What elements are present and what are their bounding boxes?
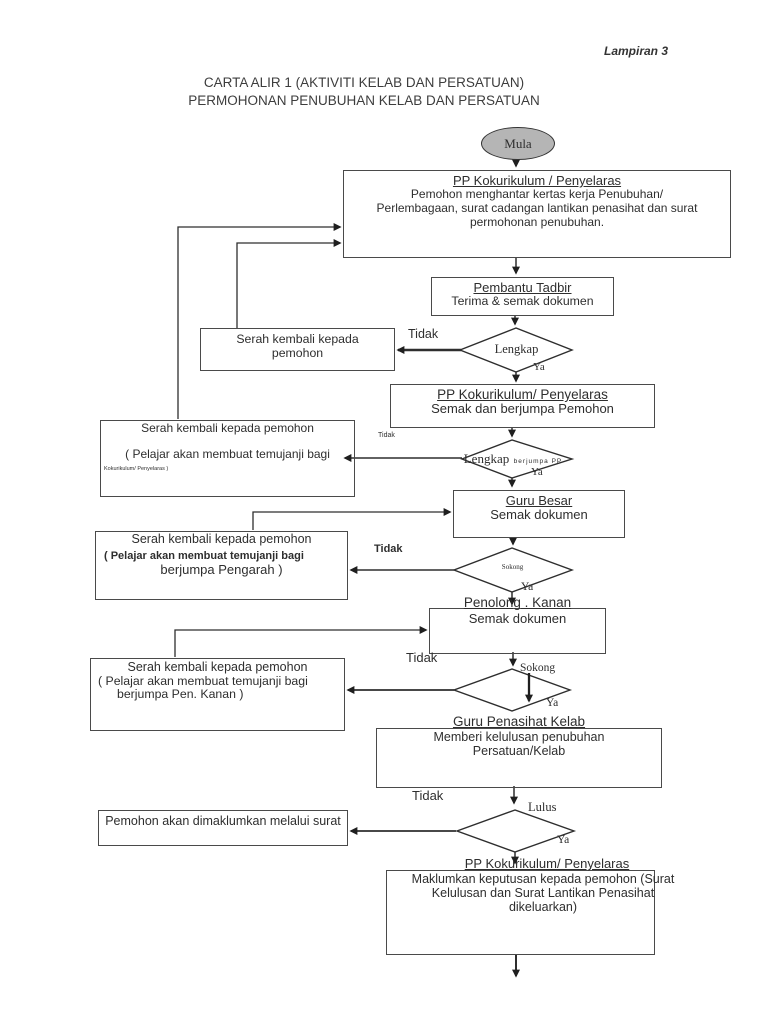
doc-title: CARTA ALIR 1 (AKTIVITI KELAB DAN PERSATU… — [138, 74, 590, 109]
return-line-small: Kokurikulum/ Penyelaras ) — [104, 466, 169, 472]
box-body-line: Memberi kelulusan penubuhan — [433, 730, 605, 744]
return-line: berjumpa Pen. Kanan ) — [117, 687, 244, 701]
box-body-line: Kelulusan dan Surat Lantikan Penasihat — [431, 885, 655, 900]
decision-no-label-5: Tidak — [412, 788, 444, 803]
decision-no-label-2: Tidak — [378, 432, 395, 439]
box-body: Semak dokumen — [490, 507, 588, 522]
box-title: Guru Besar — [505, 493, 573, 508]
decision-yes-label-2: Ya — [531, 466, 543, 478]
return-box-3: Serah kembali kepada pemohon ( Pelajar a… — [95, 531, 348, 600]
box-body: Semak dan berjumpa Pemohon — [431, 401, 614, 416]
process-box-pp-kokurikulum-3: PP Kokurikulum/ Penyelaras Maklumkan kep… — [386, 856, 674, 955]
start-terminator: Mula — [481, 127, 555, 160]
process-box-pp-kokurikulum-1: PP Kokurikulum / Penyelaras Pemohon meng… — [343, 170, 731, 258]
decision-diamond-5 — [454, 809, 577, 853]
decision-yes-label-1: Ya — [533, 361, 545, 373]
decision-no-label-4: Tidak — [406, 650, 438, 665]
box-title: PP Kokurikulum / Penyelaras — [452, 173, 622, 188]
return-line: Serah kembali kepada pemohon — [131, 532, 312, 546]
decision-yes-label-3: Ya — [521, 581, 534, 593]
return-line: Serah kembali kepada pemohon — [141, 421, 314, 435]
corner-note: Lampiran 3 — [604, 44, 669, 58]
return-line: Pemohon akan dimaklumkan melalui surat — [105, 814, 341, 828]
return-line: berjumpa Pengarah ) — [160, 562, 283, 577]
return-box-4: Serah kembali kepada pemohon ( Pelajar a… — [90, 658, 345, 731]
box-title: Guru Penasihat Kelab — [452, 714, 586, 729]
connector-r3-back-to-b4 — [252, 508, 452, 530]
return-box-2: Serah kembali kepada pemohon ( Pelajar a… — [100, 420, 355, 497]
connector-r4-back-to-b5 — [174, 626, 428, 657]
decision-no-label-1: Tidak — [408, 327, 439, 341]
box-body: Terima & semak dokumen — [451, 294, 594, 308]
decision-no-label-3: Tidak — [374, 543, 403, 555]
decision-diamond-1 — [458, 327, 574, 373]
box-body-line: dikeluarkan) — [508, 899, 578, 914]
box-title: Penolong . Kanan — [463, 595, 572, 610]
box-title: PP Kokurikulum/ Penyelaras — [464, 856, 630, 871]
return-box-1: Serah kembali kepada pemohon — [200, 328, 395, 371]
box-body-line: Persatuan/Kelab — [472, 743, 566, 758]
doc-title-line2: PERMOHONAN PENUBUHAN KELAB DAN PERSATUAN — [188, 92, 540, 108]
process-box-pembantu-tadbir: Pembantu Tadbir Terima & semak dokumen — [431, 277, 614, 316]
decision-label-2-sub: berjumpa PP — [513, 458, 563, 465]
return-box-5: Pemohon akan dimaklumkan melalui surat — [98, 810, 348, 846]
connector-r1-back-to-b1 — [236, 239, 342, 328]
process-box-pp-kokurikulum-2: PP Kokurikulum/ Penyelaras Semak dan ber… — [390, 384, 655, 428]
decision-label-1: Lengkap — [494, 342, 539, 356]
decision-label-2-main: Lengkap — [463, 451, 510, 466]
decision-name-label-5: Lulus — [528, 800, 557, 814]
decision-diamond-4 — [451, 668, 573, 712]
return-line: pemohon — [271, 345, 324, 360]
decision-label-2: Lengkap berjumpa PP — [443, 450, 583, 468]
box-title: Pembantu Tadbir — [473, 280, 572, 295]
decision-yes-label-4: Ya — [546, 697, 559, 709]
return-line: ( Pelajar akan membuat temujanji bagi — [104, 549, 304, 562]
box-body-line: Maklumkan keputusan kepada pemohon (Sura… — [411, 872, 675, 886]
return-line: ( Pelajar akan membuat temujanji bagi — [125, 446, 330, 461]
process-box-guru-penasihat-kelab: Guru Penasihat Kelab Memberi kelulusan p… — [376, 714, 662, 788]
decision-label-3: Sokong — [501, 563, 524, 571]
box-body-line: permohonan penubuhan. — [469, 214, 605, 229]
box-title: PP Kokurikulum/ Penyelaras — [437, 387, 608, 402]
doc-title-line1: CARTA ALIR 1 (AKTIVITI KELAB DAN PERSATU… — [203, 75, 525, 90]
process-box-penolong-kanan: Penolong . Kanan Semak dokumen — [429, 595, 606, 654]
decision-diamond-3 — [452, 547, 575, 593]
process-box-guru-besar: Guru Besar Semak dokumen — [453, 490, 625, 538]
decision-name-label-4: Sokong — [520, 662, 556, 674]
return-line: Serah kembali kepada pemohon — [127, 660, 308, 674]
connector-r2-back-to-b1 — [177, 223, 342, 419]
box-body-line: Pemohon menghantar kertas kerja Penubuha… — [410, 187, 664, 201]
box-body-line: Perlembagaan, surat cadangan lantikan pe… — [376, 200, 698, 215]
box-body: Semak dokumen — [468, 611, 567, 626]
return-line: Serah kembali kepada — [236, 332, 359, 346]
decision-diamond-2 — [460, 439, 575, 479]
return-line: ( Pelajar akan membuat temujanji bagi — [98, 673, 308, 688]
decision-yes-label-5: Ya — [557, 834, 570, 846]
